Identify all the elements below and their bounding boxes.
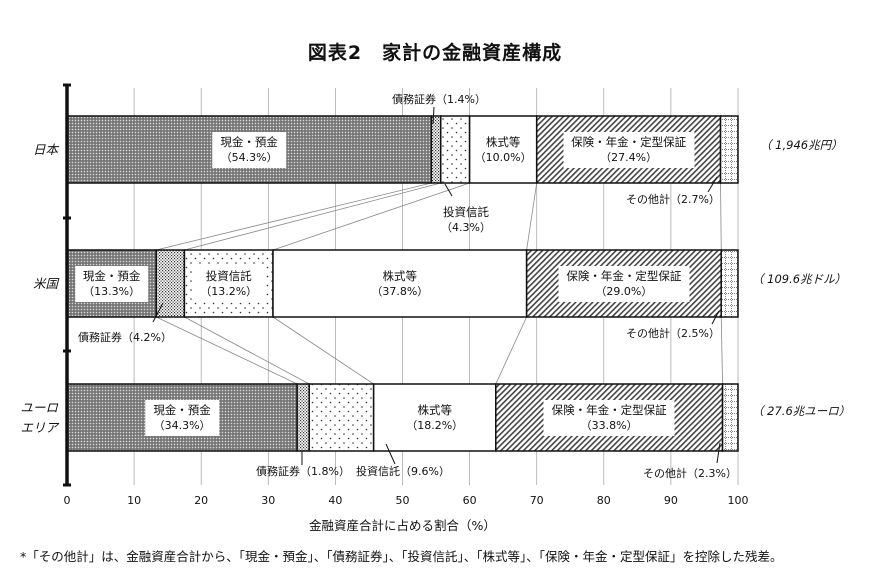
- x-tick-label: 40: [328, 494, 343, 507]
- bar-segment-funds: [308, 383, 375, 452]
- segment-name: 保険・年金・定型保証: [566, 268, 682, 283]
- callout-bonds: 債務証券（1.8%）: [256, 465, 350, 478]
- x-tick-label: 30: [261, 494, 276, 507]
- segment-label-funds: 投資信託（13.2%）: [192, 265, 266, 302]
- segment-label-cash: 現金・預金（54.3%）: [212, 131, 286, 168]
- segment-name: 株式等: [485, 134, 521, 149]
- segment-label-insurance: 保険・年金・定型保証（27.4%）: [563, 131, 695, 168]
- bar-segment-funds: [439, 115, 471, 184]
- category-label: 米国: [32, 275, 58, 291]
- segment-percent: （54.3%）: [220, 150, 278, 164]
- chart-title: 図表2 家計の金融資産構成: [307, 42, 563, 64]
- footnote: *「その他計」は、金融資産合計から、「現金・預金」、「債務証券」、「投資信託」、…: [20, 549, 783, 564]
- total-amount: （ 27.6兆ユーロ）: [752, 404, 851, 418]
- segment-name: 現金・預金: [220, 134, 278, 149]
- x-tick-label: 50: [395, 494, 410, 507]
- callout-bonds: 債務証券（4.2%）: [78, 331, 172, 344]
- segment-label-insurance: 保険・年金・定型保証（33.8%）: [543, 399, 675, 436]
- segment-percent: （10.0%）: [474, 150, 532, 164]
- segment-percent: （13.3%）: [83, 284, 141, 298]
- segment-name: 投資信託: [205, 268, 252, 283]
- callout-funds: 投資信託（9.6%）: [356, 465, 450, 478]
- x-tick-label: 70: [529, 494, 544, 507]
- bar-segment-other: [721, 383, 739, 452]
- x-tick-label: 90: [663, 494, 678, 507]
- bar-segment-bonds: [155, 249, 186, 318]
- bar-segment-other: [720, 249, 739, 318]
- x-tick-label: 60: [462, 494, 477, 507]
- total-amount: （ 1,946兆円）: [760, 138, 843, 152]
- segment-percent: （37.8%）: [371, 284, 429, 298]
- bar-segment-other: [719, 115, 739, 184]
- x-tick-label: 0: [63, 494, 71, 507]
- callout-funds: 投資信託（4.3%）: [441, 205, 491, 234]
- x-tick-label: 100: [727, 494, 749, 507]
- total-amount: （ 109.6兆ドル）: [752, 272, 847, 286]
- callout-lines: [152, 106, 721, 465]
- segment-label-equity: 株式等（10.0%）: [467, 132, 540, 168]
- segment-name: 株式等: [382, 268, 418, 283]
- x-tick-label: 80: [596, 494, 611, 507]
- category-label: 日本: [32, 141, 58, 157]
- segment-name: 株式等: [417, 402, 452, 417]
- segment-label-cash: 現金・預金（13.3%）: [74, 265, 149, 302]
- segment-percent: （18.2%）: [406, 418, 464, 432]
- segment-label-insurance: 保険・年金・定型保証（29.0%）: [558, 265, 690, 302]
- x-axis-label: 金融資産合計に占める割合（%）: [309, 518, 496, 533]
- segment-percent: （33.8%）: [580, 418, 638, 432]
- bar-segment-bonds: [430, 115, 442, 184]
- segment-name: 保険・年金・定型保証: [571, 134, 687, 149]
- segment-name: 保険・年金・定型保証: [551, 402, 667, 417]
- bar-segment-equity: [468, 115, 538, 184]
- category-label: ユーロエリア: [20, 399, 58, 435]
- callout-other: その他計（2.3%）: [643, 467, 737, 480]
- segment-label-cash: 現金・預金（34.3%）: [145, 399, 219, 436]
- x-tick-label: 10: [127, 494, 142, 507]
- y-axis: [63, 83, 71, 487]
- callout-bonds: 債務証券（1.4%）: [392, 93, 486, 106]
- segment-percent: （13.2%）: [200, 284, 258, 298]
- bar-row: [66, 249, 739, 318]
- connector-lines: [156, 182, 723, 385]
- bar-row: [66, 383, 739, 452]
- segment-name: 現金・預金: [153, 402, 211, 417]
- segment-label-equity: 株式等（37.8%）: [363, 266, 436, 302]
- bar-segment-bonds: [296, 383, 310, 452]
- x-tick-label: 20: [194, 494, 209, 507]
- callout-other: その他計（2.5%）: [626, 327, 720, 340]
- segment-percent: （29.0%）: [595, 284, 653, 298]
- segment-label-equity: 株式等（18.2%）: [398, 400, 471, 436]
- callout-other: その他計（2.7%）: [626, 193, 720, 206]
- segment-percent: （34.3%）: [153, 418, 211, 432]
- segment-percent: （27.4%）: [600, 150, 658, 164]
- segment-name: 現金・預金: [82, 268, 141, 283]
